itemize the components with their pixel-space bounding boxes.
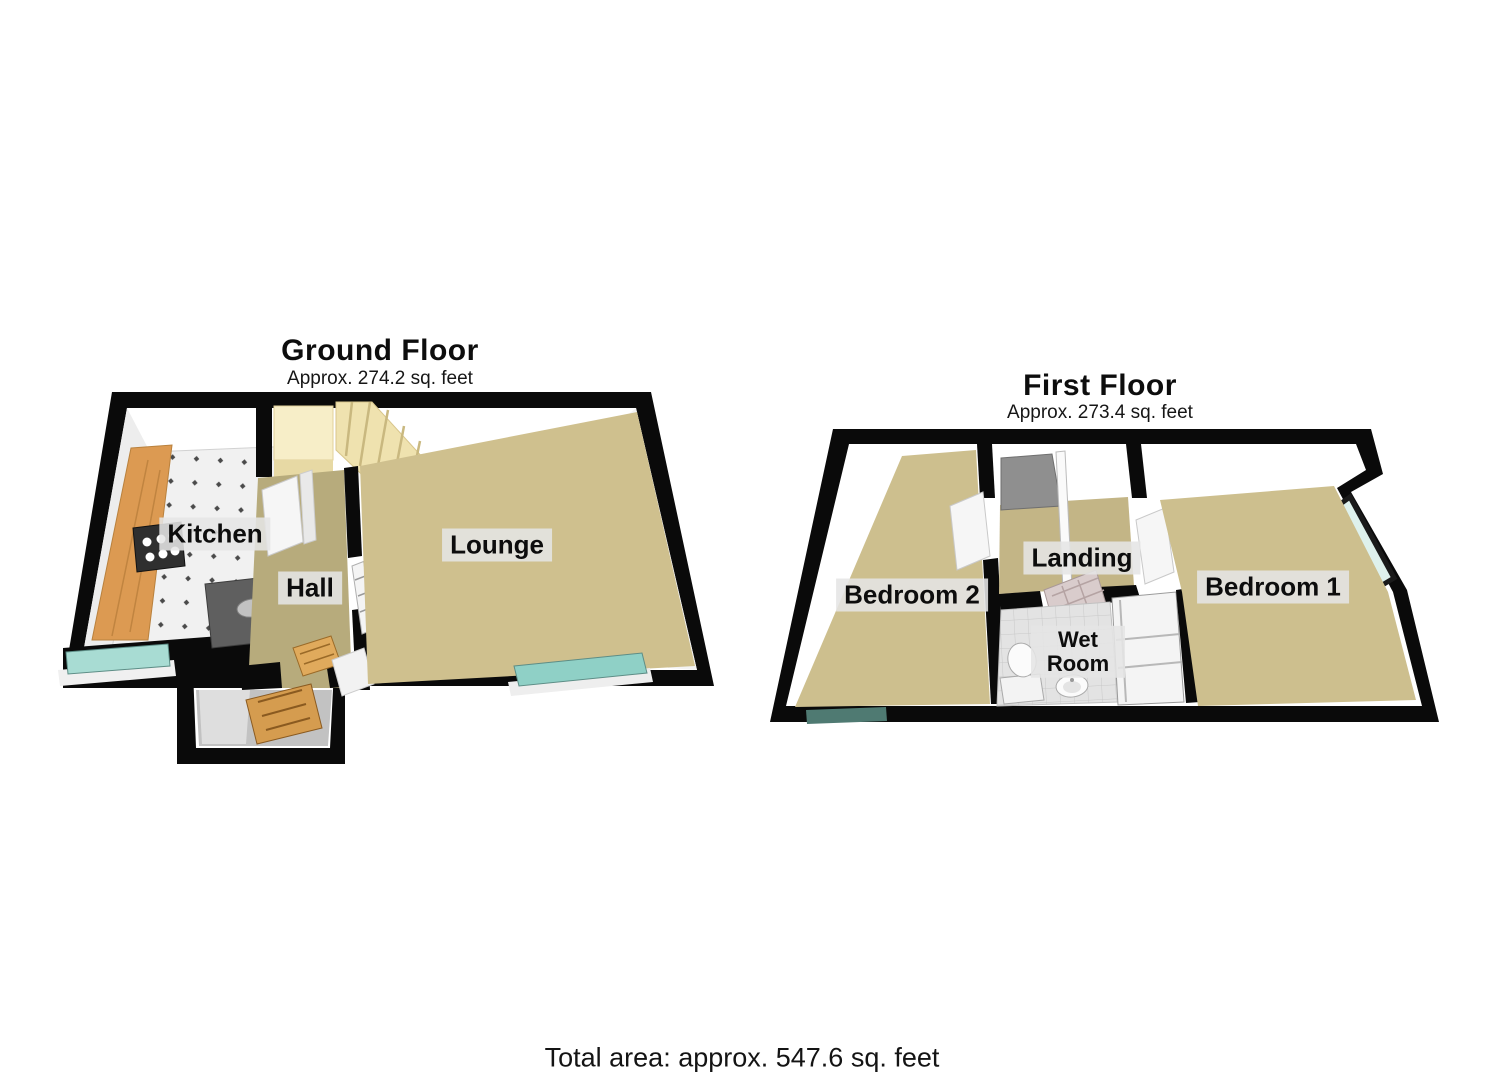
front-door-open	[292, 635, 342, 677]
room-label-bedroom1: Bedroom 1	[1197, 570, 1349, 604]
kitchen-cabinets	[91, 444, 173, 641]
landing-wall-stub	[1126, 444, 1147, 498]
toilet	[999, 642, 1045, 705]
wash-basin	[1055, 674, 1089, 698]
bedroom1-door	[1135, 507, 1175, 585]
ground-floor-title: Ground Floor	[281, 334, 479, 367]
total-area-text: Total area: approx. 547.6 sq. feet	[544, 1042, 940, 1073]
lounge-window	[513, 652, 648, 687]
porch-wall-face	[199, 690, 250, 744]
first-floor-plan	[770, 429, 1439, 724]
kitchen-door-frame	[299, 469, 317, 545]
room-label-kitchen: Kitchen	[159, 517, 271, 551]
hall-lounge-wall-upper	[344, 466, 362, 558]
bedroom2-wall-upper	[977, 444, 995, 498]
first-floor-title: First Floor	[1023, 369, 1177, 402]
wetroom-wall-left	[999, 591, 1043, 610]
kitchen-window	[65, 643, 171, 675]
porch-door-frame	[331, 647, 375, 697]
ground-floor-plan	[58, 392, 714, 764]
stair-wall	[256, 408, 272, 477]
first-floor-area: Approx. 273.4 sq. feet	[1007, 402, 1193, 423]
bedroom2-door	[949, 491, 991, 571]
room-label-bedroom2: Bedroom 2	[836, 578, 988, 612]
stairwell-opening	[1000, 453, 1062, 511]
room-label-lounge: Lounge	[442, 528, 552, 562]
room-label-landing: Landing	[1023, 541, 1141, 575]
room-label-wet-room: Wet Room	[1031, 625, 1125, 679]
porch-wall-stub-left	[240, 662, 282, 690]
room-label-hall: Hall	[278, 571, 342, 605]
bedroom2-window	[806, 707, 887, 724]
ground-floor-area: Approx. 274.2 sq. feet	[287, 368, 473, 389]
porch-wooden-door	[245, 683, 323, 745]
